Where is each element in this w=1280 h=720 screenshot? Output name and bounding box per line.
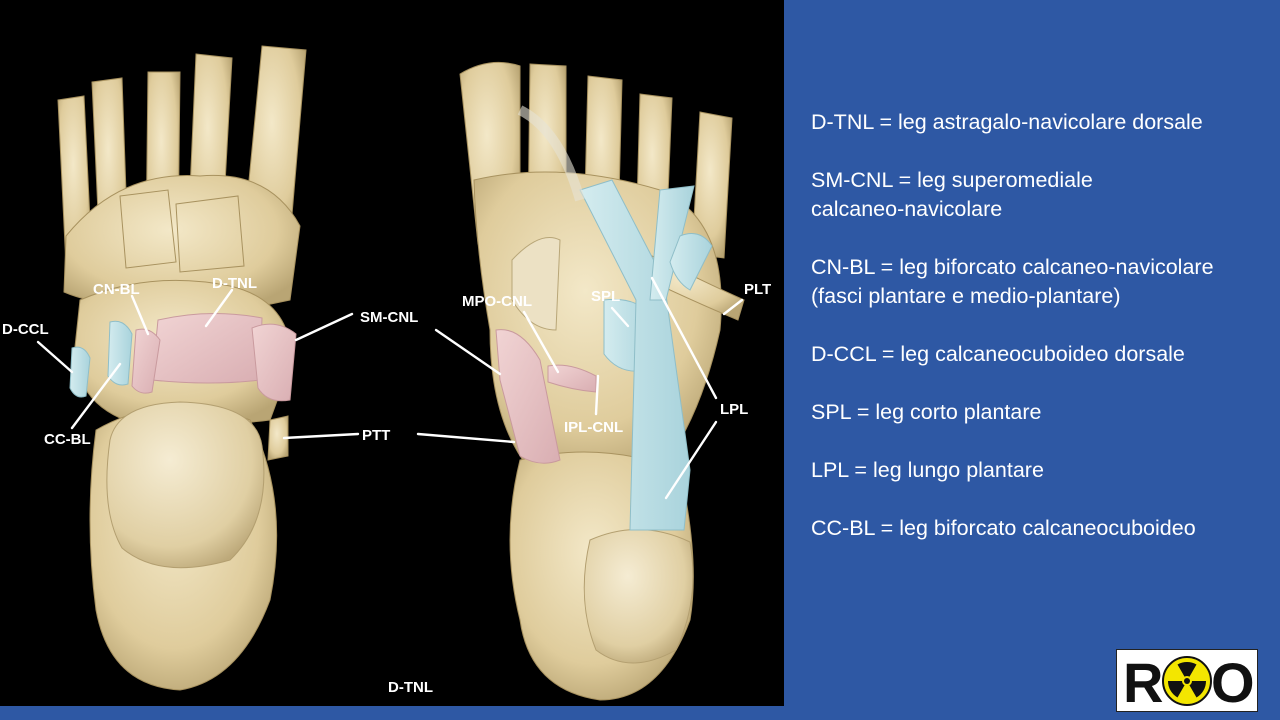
legend-item-lpl: LPL = leg lungo plantare	[811, 458, 1044, 482]
label-lpl: LPL	[720, 401, 748, 418]
label-plt: PLT	[744, 281, 771, 298]
legend-item-sm-cnl: SM-CNL = leg superomediale calcaneo-navi…	[811, 168, 1093, 221]
legend-item-cn-bl: CN-BL = leg biforcato calcaneo-navicolar…	[811, 255, 1214, 308]
legend-item-d-tnl: D-TNL = leg astragalo-navicolare dorsale	[811, 110, 1203, 134]
label-sm-cnl: SM-CNL	[360, 309, 418, 326]
d-ccl-ligament	[69, 346, 91, 398]
cn-bl-ligament	[107, 320, 133, 386]
label-ipl-cnl: IPL-CNL	[564, 419, 623, 436]
label-d-tnl: D-TNL	[212, 275, 257, 292]
logo-letter-o: O	[1211, 651, 1255, 711]
label-cn-bl: CN-BL	[93, 281, 140, 298]
leader-lines	[36, 276, 744, 500]
legend-item-spl: SPL = leg corto plantare	[811, 400, 1042, 424]
label-ptt: PTT	[362, 427, 390, 444]
logo-letter-r: R	[1123, 651, 1163, 711]
label-d-ccl: D-CCL	[2, 321, 49, 338]
rao-logo: R O	[1116, 649, 1258, 712]
right-foot	[459, 61, 745, 701]
anatomy-image: CN-BL D-TNL D-CCL CC-BL SM-CNL PTT MPO-C…	[0, 0, 784, 706]
foot-illustration: CN-BL D-TNL D-CCL CC-BL SM-CNL PTT MPO-C…	[2, 45, 771, 701]
radiation-trefoil-icon	[1162, 656, 1212, 706]
legend-item-cc-bl: CC-BL = leg biforcato calcaneocuboideo	[811, 516, 1196, 540]
bottom-caption: D-TNL	[388, 679, 433, 696]
mpo-cnl-ligament	[495, 329, 561, 464]
label-spl: SPL	[591, 288, 620, 305]
label-cc-bl: CC-BL	[44, 431, 91, 448]
label-mpo-cnl: MPO-CNL	[462, 293, 532, 310]
left-foot	[57, 45, 307, 691]
lpl-ligament	[579, 179, 691, 531]
legend: D-TNL = leg astragalo-navicolare dorsale…	[811, 108, 1271, 572]
legend-item-d-ccl: D-CCL = leg calcaneocuboideo dorsale	[811, 342, 1185, 366]
ptt-tendon	[267, 415, 289, 461]
sm-cnl-ligament	[251, 323, 297, 402]
